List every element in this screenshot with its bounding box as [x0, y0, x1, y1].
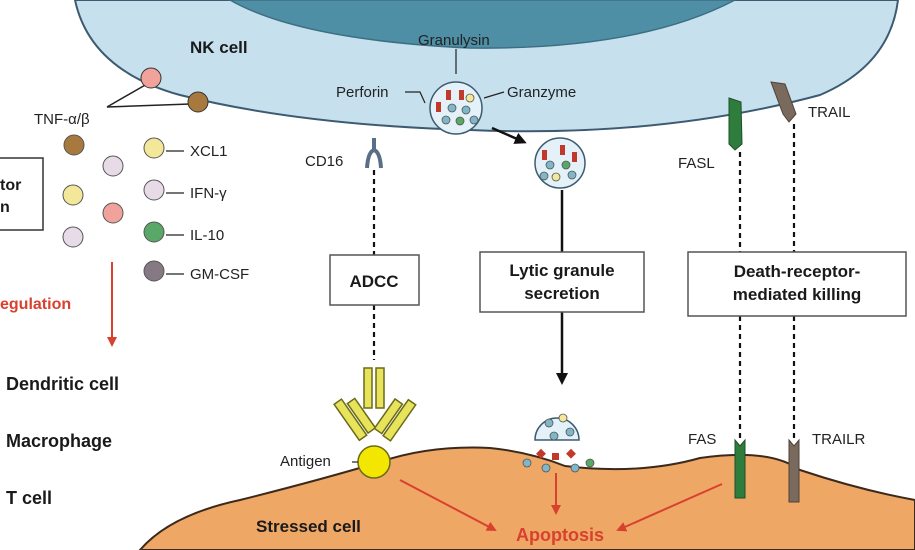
tnf-alpha-circle	[140, 67, 162, 89]
nk-cell-title: NK cell	[190, 38, 248, 57]
granulysin-label: Granulysin	[418, 32, 490, 49]
ifn-gamma-label: IFN-γ	[190, 185, 227, 202]
lytic-box-line2: secretion	[524, 284, 600, 303]
death-receptor-box	[687, 251, 907, 317]
left-box-line2: n	[0, 199, 10, 216]
stressed-cell-title: Stressed cell	[256, 517, 361, 536]
granule-docking	[534, 137, 586, 189]
t-cell-label: T cell	[6, 488, 52, 508]
tnf-connector	[106, 83, 148, 108]
apoptosis-label: Apoptosis	[516, 525, 604, 545]
gm-csf-circle	[143, 260, 165, 282]
perforin-label: Perforin	[336, 84, 389, 101]
granzyme-label: Granzyme	[507, 84, 576, 101]
cytokine-dot	[63, 134, 85, 156]
tnf-label: TNF-α/β	[34, 111, 90, 128]
apoptosis-arrow-right	[616, 483, 723, 532]
cd16-label: CD16	[305, 153, 343, 170]
adcc-label: ADCC	[349, 272, 398, 291]
trailr-receptor	[788, 438, 800, 503]
cytokine-dot	[62, 226, 84, 248]
cytokine-cluster	[62, 134, 124, 248]
fasl-label: FASL	[678, 155, 715, 172]
fasl-receptor	[728, 97, 743, 151]
dendritic-cell-label: Dendritic cell	[6, 374, 119, 394]
left-box-line1: tor	[0, 177, 21, 194]
antigen-label: Antigen	[280, 453, 331, 470]
gm-csf-label: GM-CSF	[190, 266, 249, 283]
tnf-connector-2	[106, 103, 191, 108]
granzyme-pointer	[483, 91, 505, 99]
granule-move-arrow	[491, 126, 527, 144]
lytic-box-line1: Lytic granule	[509, 261, 614, 280]
tnf-beta-circle	[187, 91, 209, 113]
xcl1-label: XCL1	[190, 143, 228, 160]
cytokine-dot	[62, 184, 84, 206]
granule-released	[522, 413, 595, 473]
il10-circle	[143, 221, 165, 243]
death-box-line1: Death-receptor-	[734, 262, 861, 281]
regulation-label: egulation	[0, 296, 71, 313]
cytokine-dot	[102, 155, 124, 177]
adcc-box	[329, 254, 420, 306]
trail-label: TRAIL	[808, 104, 851, 121]
trail-receptor	[770, 81, 797, 123]
antigen-circle	[357, 445, 391, 479]
antibody	[333, 367, 417, 442]
apoptosis-arrow-left	[399, 479, 497, 531]
xcl1-circle	[143, 137, 165, 159]
left-partial-box	[0, 157, 44, 231]
fas-label: FAS	[688, 431, 716, 448]
cd16-receptor	[365, 138, 383, 169]
ifn-gamma-circle	[143, 179, 165, 201]
nk-cell-nucleus	[228, 0, 736, 49]
perforin-pointer	[405, 91, 426, 104]
il10-label: IL-10	[190, 227, 224, 244]
stressed-cell-body	[138, 446, 915, 550]
granule-intracellular	[429, 81, 483, 135]
lytic-box	[479, 251, 645, 313]
fas-receptor	[734, 438, 746, 499]
cytokine-dot	[102, 202, 124, 224]
trailr-label: TRAILR	[812, 431, 866, 448]
death-box-line2: mediated killing	[733, 285, 861, 304]
macrophage-label: Macrophage	[6, 431, 112, 451]
